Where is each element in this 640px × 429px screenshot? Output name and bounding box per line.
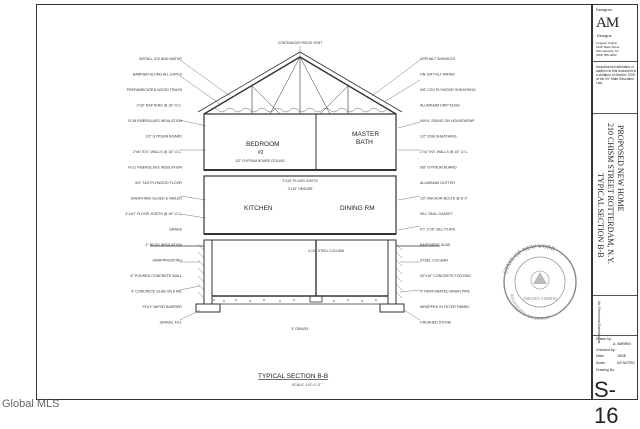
note-left-5: 1/2" GYPSUM BOARD	[145, 135, 182, 139]
note-left-2: PREFABRICATED WOOD TRUSS	[127, 88, 183, 92]
note-left-9: SHEATHING GLUED & NAILED	[131, 197, 183, 201]
drawn-by-label: Drawn by:	[596, 337, 612, 341]
note-left-1: BARRIER ALONG ALL EAVES	[133, 73, 183, 77]
designer-address: Amgeen Ambrin 1422 State Street Schenect…	[596, 41, 620, 57]
note-left-17: GRAVEL FILL	[160, 321, 182, 325]
note-right-12: BASEMENT SLAB	[420, 243, 450, 247]
project-address: 210 CHISM STREET ROTTERDAM, N.Y.	[606, 123, 615, 264]
designer-label: Designer:	[596, 7, 614, 12]
note-left-13: DAMPPROOFING	[152, 259, 182, 263]
note-left-4: R-38 FIBERGLASS INSULATION	[128, 119, 182, 123]
note-right-14: 20"x10" CONCRETE FOOTING	[420, 274, 471, 278]
basement-wall-right	[387, 239, 397, 305]
project-name: PROPOSED NEW HOME	[616, 125, 625, 212]
sheet-number: S-16	[594, 377, 619, 428]
note-right-8: ALUMINUM GUTTER	[420, 181, 455, 185]
note-left-0: INSTALL ICE AND WATER	[139, 57, 183, 61]
room-label-dining: DINING RM	[340, 205, 375, 212]
note-center-0: CONTINUOUS RIDGE VENT	[278, 41, 322, 45]
note-left-8: 3/4" T&G PLYWOOD FLOOR	[135, 181, 182, 185]
room-label-bedroom: BEDROOM	[246, 141, 280, 148]
note-right-4: VINYL SIDING ON HOUSEWRAP	[420, 119, 475, 123]
note-right-7: 5/8" GYPSUM BOARD	[420, 166, 457, 170]
basement-wall-left	[203, 239, 213, 305]
note-right-11: P.T. 2"x6" SILL PLATE	[420, 228, 456, 232]
note-right-9: 1/2" ANCHOR BOLTS @ 6'-0"	[420, 197, 469, 201]
title-block: Designer: AM Designs Amgeen Ambrin 1422 …	[592, 4, 638, 428]
note-center-6: 3" GRAVEL	[291, 327, 309, 331]
designer-logo: AM	[596, 15, 619, 31]
note-left-16: POLY VAPOR BARRIER	[142, 305, 182, 309]
designer-logo-sub: Designs	[597, 33, 612, 38]
drawing-sheet	[36, 4, 592, 400]
seal-name: AMGEEN AMBRIN	[523, 296, 557, 301]
date-value: JUNE	[617, 354, 627, 358]
scale-value: AS NOTED	[617, 361, 635, 365]
room-label-kitchen: KITCHEN	[244, 205, 273, 212]
note-right-6: 2"x4" INT. WALLS @ 16" O.C.	[420, 150, 468, 154]
mls-watermark: Global MLS	[2, 398, 60, 410]
section-drawing: BEDROOM #2 MASTER BATH KITCHEN DINING RM…	[125, 41, 577, 387]
note-right-16: WRAPPED IN FILTER FABRIC	[420, 305, 470, 309]
note-left-10: 2"x10" FLOOR JOISTS @ 16" O.C.	[125, 212, 182, 216]
room-number-bedroom: #2	[258, 150, 264, 156]
room-label-master-bath: MASTER	[352, 131, 379, 138]
note-left-14: 8" POURED CONCRETE WALL	[131, 274, 182, 278]
note-center-2: 2"x10" FLOOR JOISTS	[282, 179, 318, 183]
note-left-3: 2"x6" RAFTERS @ 16" O.C.	[137, 104, 182, 108]
note-left-6: 2"x6" EXT. WALLS @ 16" O.C.	[133, 150, 182, 154]
section-title: TYPICAL SECTION B-B	[258, 373, 328, 380]
note-right-0: ASPHALT SHINGLES	[420, 57, 456, 61]
sheet-title: TYPICAL SECTION B-B	[596, 173, 605, 258]
note-right-3: ALUMINUM DRIP EDGE	[420, 104, 460, 108]
note-center-1: 1/2" GYPSUM BOARD CEILING	[235, 159, 284, 163]
note-left-11: GRADE	[169, 228, 182, 232]
scale-label: Scale:	[596, 361, 606, 365]
note-right-5: 1/2" OSB SHEATHING	[420, 135, 457, 139]
note-right-15: 4" PERFORATED DRAIN PIPE	[420, 290, 471, 294]
note-center-5: 3-1/2" STEEL COLUMN	[308, 249, 345, 253]
section-scale: SCALE: 1/4"=1'-0"	[292, 383, 322, 387]
note-left-12: 2" RIGID INSULATION	[145, 243, 182, 247]
drawn-by-value: A. AMBRIN	[613, 342, 631, 346]
note-right-13: STEEL COLUMN	[420, 259, 448, 263]
note-right-2: 5/8" CDX PLYWOOD SHEATHING	[420, 88, 476, 92]
legal-note: Unauthorized alteration or addition to t…	[596, 65, 636, 85]
note-center-3: 2"x10" HEADER	[288, 187, 313, 191]
note-right-10: SILL SEAL GASKET	[420, 212, 454, 216]
note-right-1: ON 15# FELT PAPER	[420, 73, 455, 77]
note-left-7: R-21 FIBERGLASS INSULATION	[128, 166, 182, 170]
date-label: Date:	[596, 354, 605, 358]
room-label-master-bath-line2: BATH	[356, 139, 373, 146]
checked-label: Checked by:	[596, 348, 616, 352]
note-right-17: CRUSHED STONE	[420, 321, 452, 325]
architect-seal: STATE OF NEW YORK REGISTERED ARCHITECT A…	[503, 244, 577, 321]
drawing-no-label: Drawing No.	[596, 368, 616, 372]
note-left-15: 4" CONCRETE SLAB ON 6 MIL	[131, 290, 182, 294]
